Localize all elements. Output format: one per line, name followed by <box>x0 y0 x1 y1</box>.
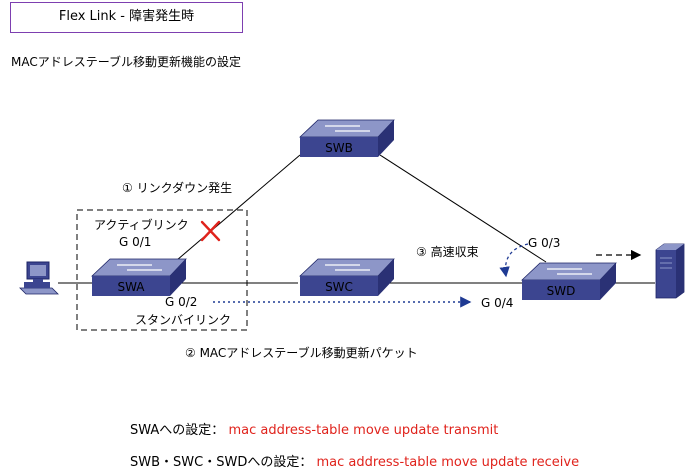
others-config-line: SWB・SWC・SWDへの設定： mac address-table move … <box>130 451 579 470</box>
swa-config-label: SWAへの設定： <box>130 423 225 438</box>
flexlink-group-box <box>76 209 248 331</box>
page-title: Flex Link - 障害発生時 <box>10 2 243 33</box>
switch-swd: SWD <box>520 262 617 300</box>
switch-swb: SWB <box>298 119 395 157</box>
port-g02-label: G 0/2 <box>165 295 197 309</box>
swc-label: SWC <box>325 280 353 294</box>
server-icon <box>655 243 685 299</box>
standby-link-label: スタンバイリンク <box>135 313 231 327</box>
link-swb-swd <box>379 154 547 263</box>
port-g03-label: G 0/3 <box>528 236 560 250</box>
page-subtitle: MACアドレステーブル移動更新機能の設定 <box>11 55 242 69</box>
link-swa-swb-down <box>169 154 301 267</box>
pc-icon <box>19 261 59 295</box>
port-g04-label: G 0/4 <box>481 296 513 310</box>
others-config-command: mac address-table move update receive <box>316 455 580 470</box>
port-g01-label: G 0/1 <box>119 235 151 249</box>
fast-converge-label: ③ 高速収束 <box>416 244 479 259</box>
active-link-label: アクティブリンク <box>94 217 189 232</box>
mac-update-packet-label: ② MACアドレステーブル移動更新パケット <box>185 345 418 360</box>
swb-label: SWB <box>325 141 353 155</box>
swa-config-command: mac address-table move update transmit <box>228 423 499 438</box>
link-down-label: ① リンクダウン発生 <box>122 180 232 195</box>
swd-label: SWD <box>547 284 576 298</box>
switch-swc: SWC <box>298 258 395 296</box>
link-failure-x-icon <box>200 220 221 242</box>
others-config-label: SWB・SWC・SWDへの設定： <box>130 455 313 470</box>
swa-label: SWA <box>117 280 145 294</box>
switch-swa: SWA <box>90 258 187 296</box>
swa-config-line: SWAへの設定： mac address-table move update t… <box>130 419 498 438</box>
